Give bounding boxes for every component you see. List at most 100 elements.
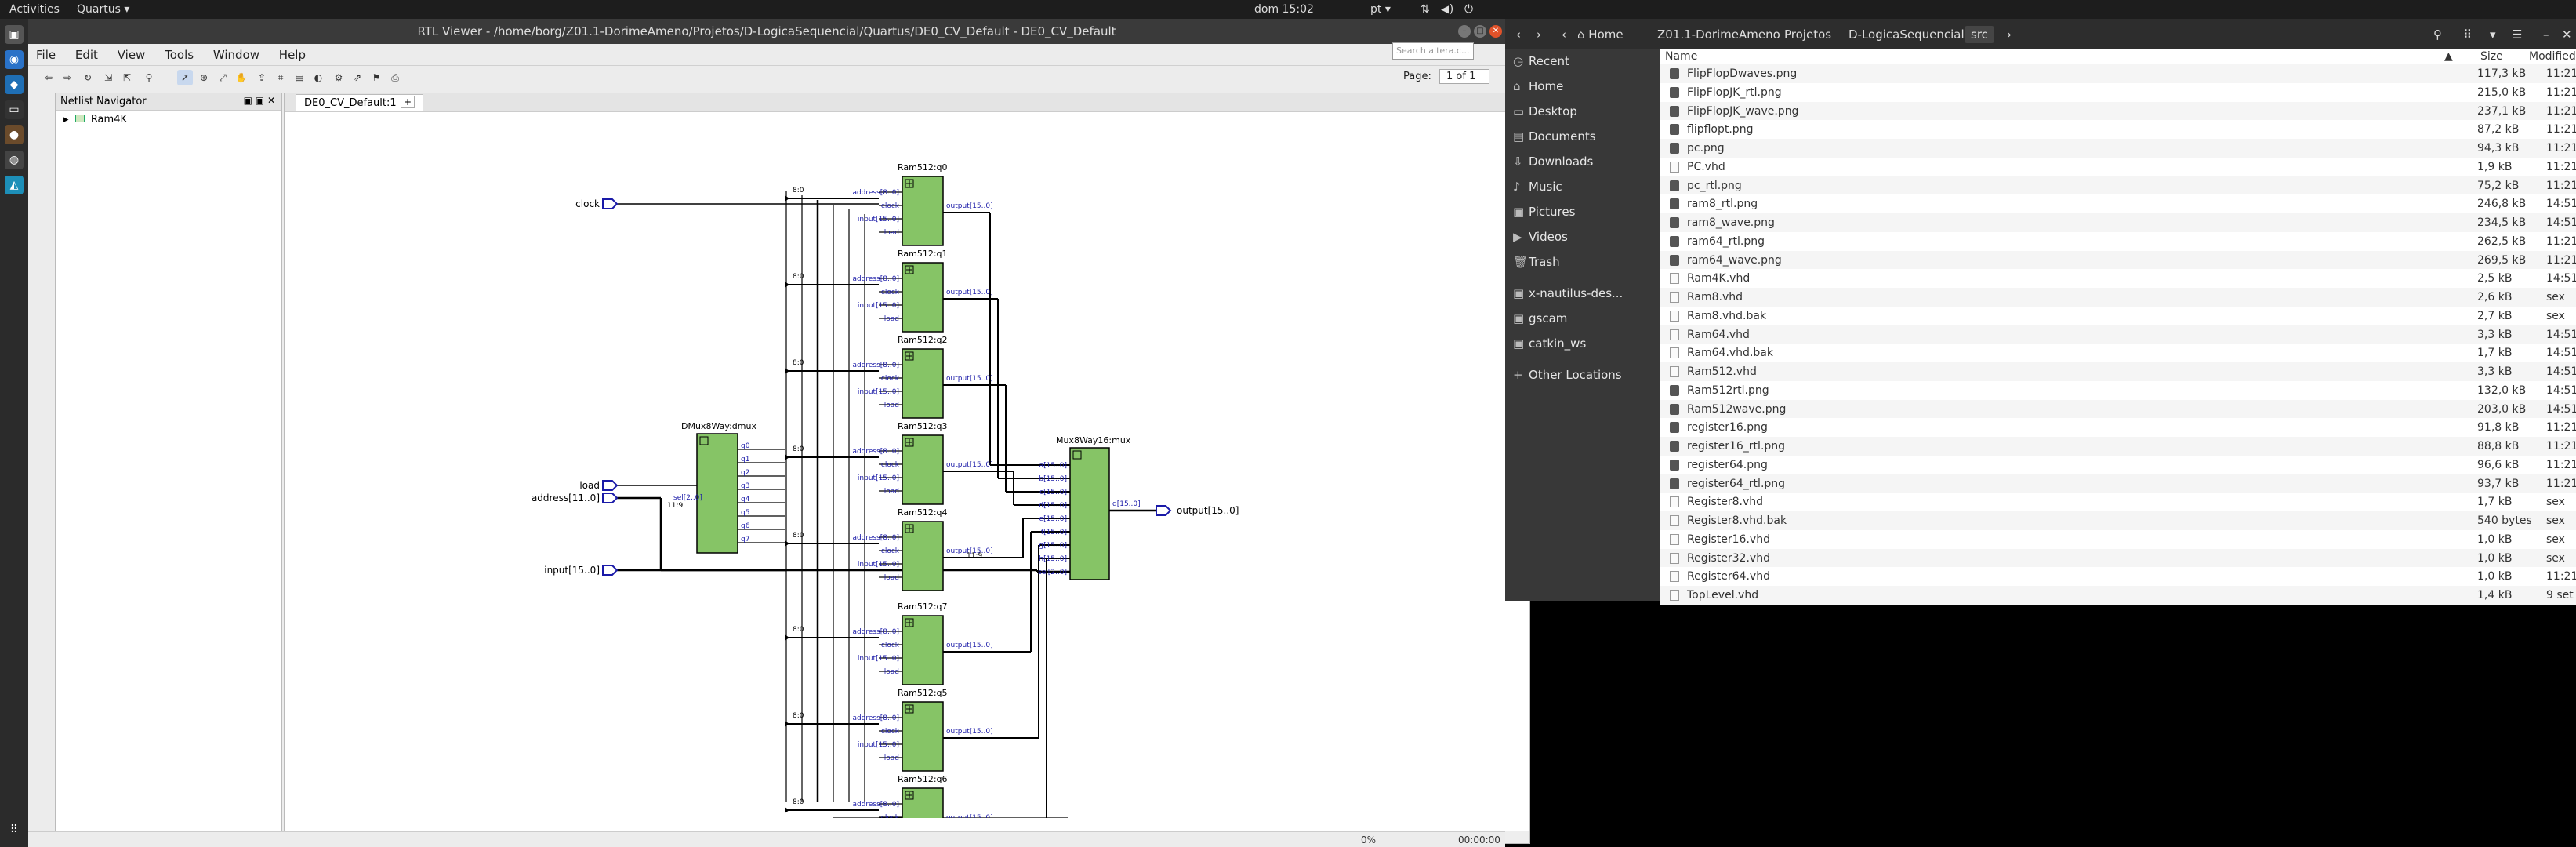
vscode-dock-icon[interactable]: ◆ [5,75,24,94]
quartus-dock-icon[interactable]: ◭ [5,176,24,194]
app-dock-icon[interactable]: ● [5,125,24,144]
minimize-button[interactable]: – [1458,25,1471,38]
menu-file[interactable]: File [36,48,56,62]
app-menu[interactable]: Quartus ▾ [77,3,130,16]
app2-dock-icon[interactable]: ◍ [5,151,24,169]
filter-icon[interactable]: ▤ [295,72,304,83]
crumb-project[interactable]: Z01.1-DorimeAmeno [1657,27,1780,42]
column-name[interactable]: Name [1665,50,1698,63]
new-tab-button[interactable]: + [401,96,415,108]
bookmark-icon[interactable]: ⚑ [372,72,381,83]
crumb-src[interactable]: src [1965,26,1994,43]
place-12[interactable]: +Other Locations [1505,362,1660,387]
place-0[interactable]: ◷Recent [1505,49,1660,74]
crumb-right-arrow[interactable]: › [2007,27,2012,42]
menu-help[interactable]: Help [278,48,306,62]
view-grid-icon[interactable]: ⠿ [2463,27,2472,42]
place-3[interactable]: ▤Documents [1505,124,1660,149]
export-icon[interactable]: ⇗ [353,72,362,83]
collapse-icon[interactable]: ⇱ [122,72,132,83]
panel-controls-icon[interactable]: ▣ ▣ ✕ [243,95,275,106]
hierarchy-up-icon[interactable]: ⇪ [257,72,267,83]
place-9[interactable]: ▣x-nautilus-des... [1505,281,1660,306]
back-icon[interactable]: ⇦ [44,72,53,83]
power-icon[interactable]: ⏻ [1464,3,1474,16]
place-11[interactable]: ▣catkin_ws [1505,331,1660,356]
refresh-icon[interactable]: ↻ [83,72,93,83]
crumb-home[interactable]: ⌂ Home [1577,27,1624,42]
activities-button[interactable]: Activities [9,3,60,16]
back-button[interactable]: ‹ [1516,27,1521,42]
forward-icon[interactable]: ⇨ [63,72,72,83]
network-icon[interactable]: ⇅ [1420,3,1430,16]
expand-icon[interactable]: ⇲ [103,72,113,83]
menu-window[interactable]: Window [212,48,260,62]
net-icon[interactable]: ⌗ [278,72,284,83]
column-size[interactable]: Size [2480,50,2503,63]
page-selector[interactable]: 1 of 1 [1439,69,1489,84]
color-icon[interactable]: ◐ [314,72,323,83]
terminal-dock-icon[interactable]: ▭ [5,100,24,119]
place-4[interactable]: ⇩Downloads [1505,149,1660,174]
tab-de0-cv-default[interactable]: DE0_CV_Default:1 ✕ [296,94,423,111]
crumb-logica[interactable]: D-LogicaSequencial [1849,27,1965,42]
netlist-node-ram4k[interactable]: ▸ Ram4K [56,111,281,129]
language-indicator[interactable]: pt ▾ [1370,3,1391,16]
fit-icon[interactable]: ⤢ [219,72,227,83]
place-2[interactable]: ▭Desktop [1505,99,1660,124]
place-7[interactable]: ▶Videos [1505,224,1660,249]
search-input[interactable]: Search altera.c... [1392,42,1474,60]
schematic-canvas[interactable]: Ram512:q0address[8..0]clockinput[15..0]l… [285,112,1529,818]
close-button[interactable]: ✕ [1489,25,1502,38]
place-1[interactable]: ⌂Home [1505,74,1660,99]
show-apps-icon[interactable]: ⠿ [9,823,19,836]
search-icon[interactable]: ⚲ [2433,27,2442,42]
close-icon[interactable]: ✕ [2562,27,2572,42]
forward-button[interactable]: › [1537,27,1541,42]
menu-tools[interactable]: Tools [165,48,194,62]
place-6[interactable]: ▣Pictures [1505,199,1660,224]
settings-icon[interactable]: ⚙ [334,72,343,83]
chrome-dock-icon[interactable]: ◉ [5,50,24,69]
clock[interactable]: dom 15:02 [1254,3,1314,16]
zoom-icon[interactable]: ⊕ [199,72,209,83]
volume-icon[interactable]: ◀) [1441,3,1454,16]
find-icon[interactable]: ⚲ [145,72,153,83]
maximize-button[interactable]: □ [1474,25,1486,38]
print-icon[interactable]: ⎙ [391,72,399,83]
minimize-icon[interactable]: – [2543,27,2549,42]
hand-tool-icon[interactable]: ✋ [235,72,248,83]
files-dock-icon[interactable]: ▣ [5,25,24,44]
view-options-icon[interactable]: ▾ [2490,27,2496,42]
place-5[interactable]: ♪Music [1505,174,1660,199]
place-10[interactable]: ▣gscam [1505,306,1660,331]
expand-arrow-icon[interactable]: ▸ [63,114,69,125]
crumb-left-arrow[interactable]: ‹ [1562,27,1566,42]
